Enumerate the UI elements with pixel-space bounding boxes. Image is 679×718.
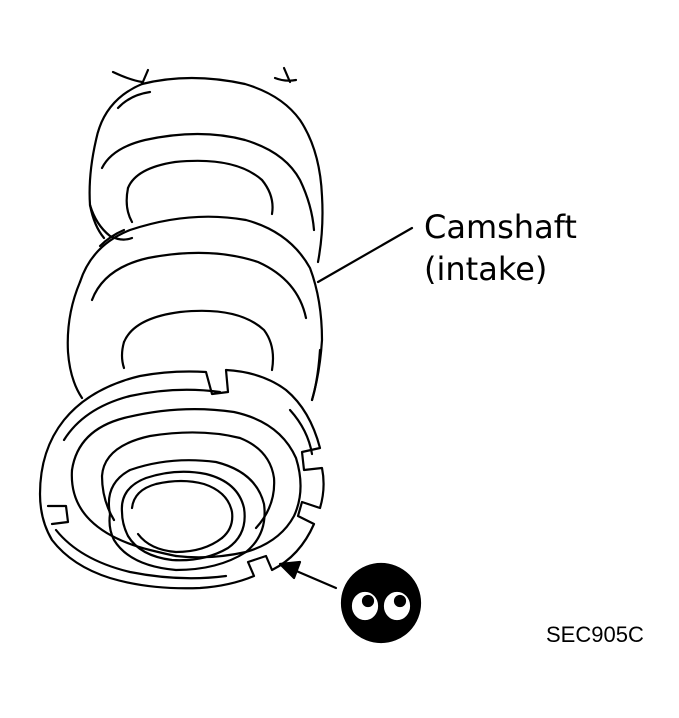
upper-cam-lobe	[88, 76, 324, 264]
label-leader-line	[316, 226, 414, 284]
camshaft-label-line1: Camshaft	[424, 208, 577, 246]
figure-code: SEC905C	[546, 622, 644, 647]
shaft-top-cut	[111, 66, 298, 86]
sprocket-plate	[38, 368, 325, 590]
eyes-look-icon	[340, 562, 422, 644]
lower-cam-lobe	[66, 215, 324, 402]
arrow-to-notch	[278, 560, 338, 590]
camshaft-label: Camshaft (intake)	[424, 206, 577, 290]
camshaft-label-line2: (intake)	[424, 250, 548, 288]
shaft-edge-right	[310, 348, 322, 402]
